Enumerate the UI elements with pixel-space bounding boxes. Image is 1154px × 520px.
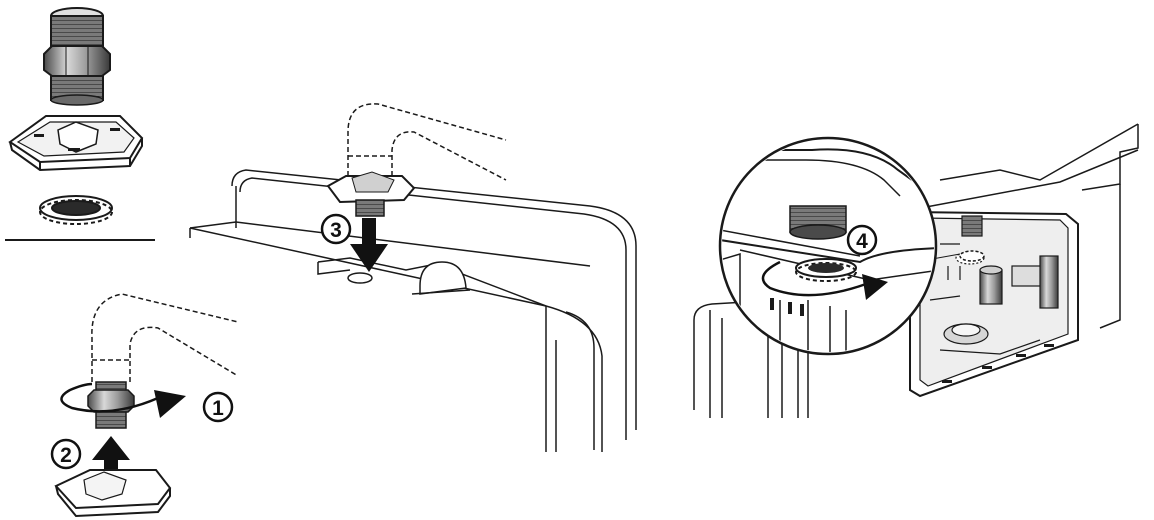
push-down-arrow bbox=[350, 218, 388, 272]
svg-text:4: 4 bbox=[856, 230, 868, 253]
lock-nut bbox=[39, 195, 113, 225]
interior-lock-nut bbox=[959, 215, 985, 262]
threaded-nipple-fitting bbox=[43, 7, 111, 106]
svg-text:3: 3 bbox=[330, 219, 342, 242]
rotate-arrow bbox=[60, 382, 186, 418]
svg-text:2: 2 bbox=[60, 444, 72, 467]
fitting-assembly-steps: 1 2 bbox=[50, 293, 239, 518]
nipple-fitting bbox=[87, 381, 135, 429]
mounting-plate bbox=[8, 115, 144, 172]
appliance-top-view bbox=[189, 169, 637, 452]
appliance-interior-view bbox=[693, 123, 1139, 418]
magnified-detail bbox=[718, 136, 938, 356]
mounting-plate-bottom bbox=[54, 469, 172, 518]
step-2-marker: 2 bbox=[50, 438, 82, 470]
step-3-marker: 3 bbox=[320, 213, 352, 245]
svg-text:1: 1 bbox=[212, 397, 224, 420]
parts-legend bbox=[5, 7, 155, 241]
step-4-marker: 4 bbox=[846, 224, 878, 256]
step-1-marker: 1 bbox=[202, 391, 234, 423]
pipe-outline bbox=[91, 293, 239, 382]
appliance-fitting bbox=[326, 103, 507, 272]
